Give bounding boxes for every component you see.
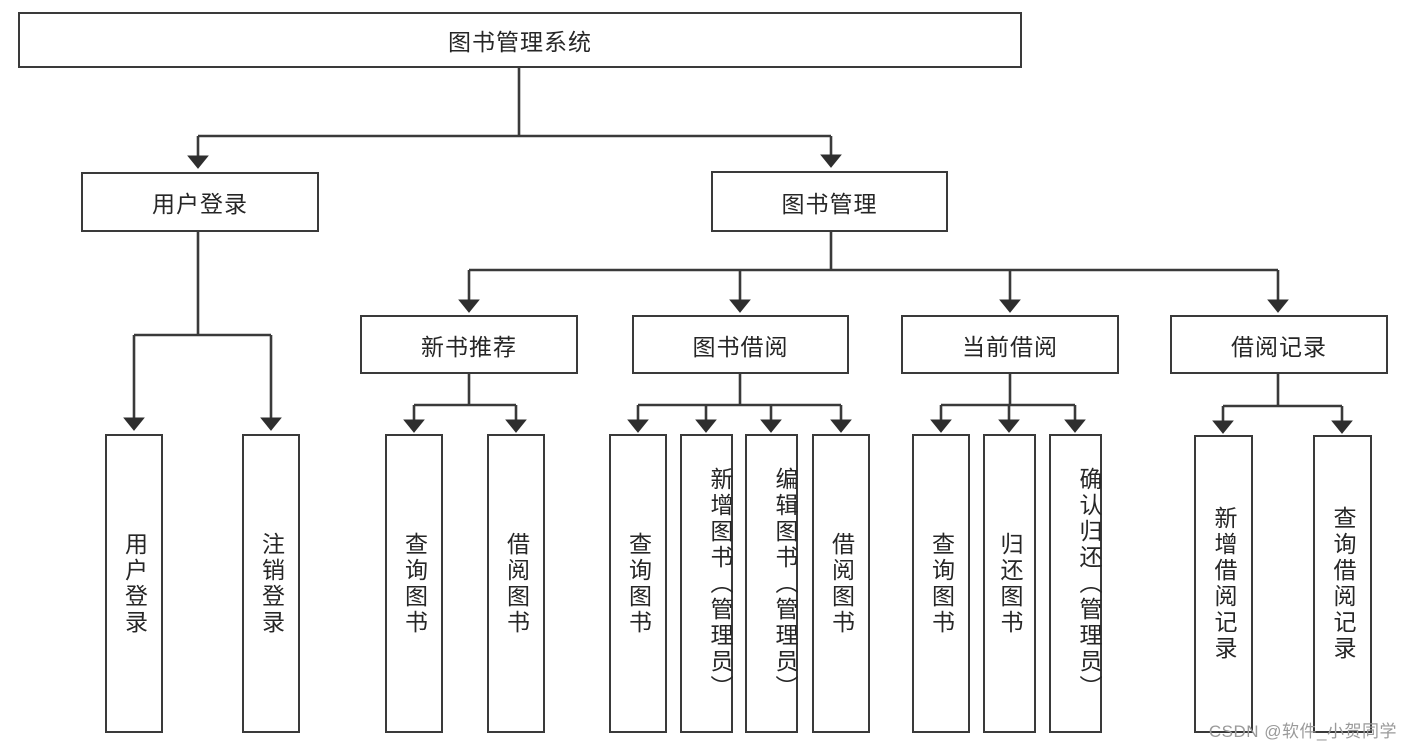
node-borrow-record[interactable]: 借阅记录 [1170,315,1388,374]
node-leaf-confirm-return-admin[interactable]: 确认归还（管理员） [1049,434,1102,733]
csdn-watermark: CSDN @软件_小贺同学 [1208,722,1397,741]
node-leaf-query-book-1[interactable]: 查询图书 [385,434,443,733]
node-leaf-user-login[interactable]: 用户登录 [105,434,163,733]
node-leaf-query-book-3[interactable]: 查询图书 [912,434,970,733]
node-current-borrow[interactable]: 当前借阅 [901,315,1119,374]
node-leaf-query-book-2[interactable]: 查询图书 [609,434,667,733]
node-leaf-borrow-book-2[interactable]: 借阅图书 [812,434,870,733]
node-leaf-add-book-admin[interactable]: 新增图书（管理员） [680,434,733,733]
node-book-borrow[interactable]: 图书借阅 [632,315,849,374]
node-user-login[interactable]: 用户登录 [81,172,319,232]
node-root-system[interactable]: 图书管理系统 [18,12,1022,68]
node-leaf-logout-login[interactable]: 注销登录 [242,434,300,733]
node-leaf-borrow-book-1[interactable]: 借阅图书 [487,434,545,733]
node-leaf-add-borrow-record[interactable]: 新增借阅记录 [1194,435,1253,733]
node-leaf-return-book[interactable]: 归还图书 [983,434,1036,733]
node-leaf-query-borrow-record[interactable]: 查询借阅记录 [1313,435,1372,733]
node-book-management[interactable]: 图书管理 [711,171,948,232]
node-leaf-edit-book-admin[interactable]: 编辑图书（管理员） [745,434,798,733]
node-new-book-recommend[interactable]: 新书推荐 [360,315,578,374]
